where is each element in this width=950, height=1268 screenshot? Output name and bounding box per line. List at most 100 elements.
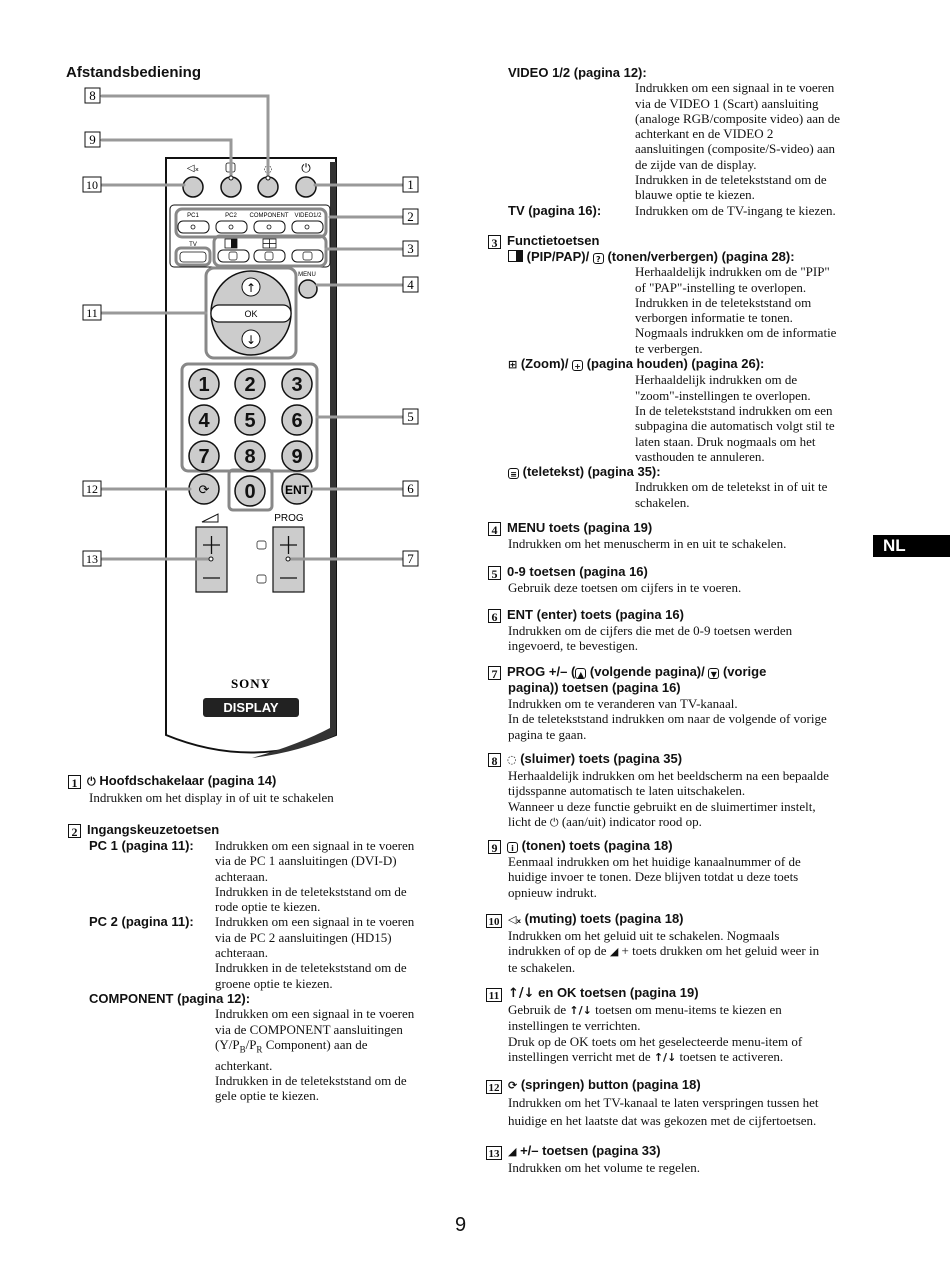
- section-title: MENU toets (pagina 19): [507, 520, 653, 535]
- number-box: 10: [486, 914, 502, 928]
- reveal-icon: ?: [592, 253, 604, 264]
- label-pc2: PC2: [225, 213, 237, 219]
- item-line: Gebruik deze toetsen om cijfers in te vo…: [508, 580, 742, 595]
- callout-12: 12: [86, 482, 98, 496]
- text-part: (aan/uit) indicator rood op.: [558, 813, 702, 829]
- text-part: PROG +/– (: [507, 664, 576, 679]
- item-line: achteraan.: [215, 945, 269, 961]
- power-icon: ⏻: [549, 815, 559, 829]
- label-menu: MENU: [298, 272, 316, 278]
- next-page-icon: ▲: [575, 668, 587, 679]
- item-line: opnieuw indrukt.: [508, 884, 597, 900]
- digit-1: 1: [198, 374, 209, 396]
- page-hold-icon: +: [572, 360, 584, 372]
- sleep-icon: ◌: [507, 753, 517, 766]
- item-line: achterkant en de VIDEO 2: [635, 126, 774, 142]
- item-line: instellingen te verrichten.: [508, 1018, 641, 1034]
- item-line: Indrukken in de teletekststand om de: [215, 960, 407, 976]
- item-line: In de teletekststand indrukken om naar d…: [508, 711, 827, 727]
- item-line: pagina te gaan.: [508, 726, 587, 742]
- callout-8: 8: [89, 88, 96, 103]
- language-tab: NL: [873, 535, 950, 557]
- svg-text:↓: ↓: [246, 333, 256, 347]
- volume-icon: ◢: [508, 1145, 517, 1158]
- jump-icon: ⟳: [508, 1079, 518, 1092]
- text-part: instellingen verricht met de: [508, 1048, 654, 1064]
- item-line: licht de ⏻ (aan/uit) indicator rood op.: [508, 814, 878, 830]
- callout-10: 10: [86, 178, 98, 192]
- section-title: Hoofdschakelaar (pagina 14): [99, 773, 277, 788]
- volume-icon: [201, 513, 219, 523]
- callout-9: 9: [89, 132, 96, 147]
- prev-page-icon: [256, 574, 267, 584]
- number-box: 7: [488, 666, 501, 681]
- number-box: 3: [488, 235, 501, 250]
- section-8: 8◌ (sluimer) toets (pagina 35) Herhaalde…: [488, 751, 878, 830]
- section-title: +/– toetsen (pagina 33): [516, 1143, 661, 1158]
- text-part: (Y/P: [215, 1036, 240, 1052]
- digit-8: 8: [244, 446, 255, 468]
- section-text: Indrukken om het display in of uit te sc…: [89, 790, 334, 805]
- display-badge-text: DISPLAY: [223, 700, 278, 715]
- teletext-title: ≡ (teletekst) (pagina 35):: [508, 464, 868, 480]
- item-line: In de teletekststand indrukken om een: [635, 402, 833, 418]
- digit-7: 7: [198, 446, 209, 468]
- item-line: Indrukken in de teletekststand om de: [215, 883, 407, 899]
- up-down-arrows-icon: ↑/↓: [508, 986, 535, 1001]
- section-12: 12⟳ (springen) button (pagina 18) Indruk…: [486, 1077, 878, 1130]
- item-line: huidige en het laatste dat was gekozen m…: [508, 1113, 817, 1128]
- item-line: Gebruik de ↑/↓ toetsen om menu-items te …: [508, 1002, 878, 1018]
- label-video12: VIDEO1/2: [294, 213, 322, 219]
- section-title: en OK toetsen (pagina 19): [534, 985, 699, 1000]
- label-pc1: PC1: [187, 213, 199, 219]
- item-line: schakelen.: [635, 494, 690, 510]
- pc2-item: PC 2 (pagina 11): Indrukken om een signa…: [68, 914, 448, 990]
- text-part: (PIP/PAP)/: [526, 249, 593, 264]
- digit-4: 4: [198, 410, 210, 432]
- pip-title: (PIP/PAP)/ ? (tonen/verbergen) (pagina 2…: [508, 249, 868, 264]
- section-title: 0-9 toetsen (pagina 16): [507, 564, 648, 579]
- text-part: (vorige: [719, 664, 767, 679]
- svg-text:↑: ↑: [246, 281, 256, 295]
- ok-button: [210, 304, 292, 323]
- label-prog: PROG: [274, 513, 304, 524]
- remote-control-illustration: ◁ₓ ◌ ⏻ PC1 PC2 COMPONENT VIDEO1/2 TV MEN…: [82, 87, 419, 758]
- item-line: Eenmaal indrukken om het huidige kanaaln…: [508, 854, 801, 869]
- callout-leaders: [100, 94, 404, 561]
- number-box: 1: [68, 775, 81, 790]
- text-part: (volgende pagina)/: [586, 664, 709, 679]
- item-line: "zoom"-instellingen te overlopen.: [635, 387, 811, 403]
- text-part: Component) aan de: [262, 1036, 368, 1052]
- muting-icon: ◁ₓ: [187, 163, 199, 174]
- number-box: 6: [488, 609, 501, 624]
- label-ok: OK: [244, 309, 257, 319]
- item-line: Indrukken om te veranderen van TV-kanaal…: [508, 696, 738, 711]
- item-key: PC 1 (pagina 11):: [89, 838, 194, 853]
- text-part: (Zoom)/: [517, 356, 573, 372]
- number-box: 8: [488, 753, 501, 768]
- callout-6: 6: [407, 481, 414, 496]
- callout-5: 5: [407, 409, 414, 424]
- callout-3: 3: [407, 241, 414, 256]
- up-down-arrows-icon: ↑/↓: [653, 1050, 677, 1064]
- item-line: Indrukken om het TV-kanaal te laten vers…: [508, 1095, 819, 1110]
- section-title: (muting) toets (pagina 18): [521, 911, 684, 926]
- zoom-title: ⊞ (Zoom)/ + (pagina houden) (pagina 26):: [508, 356, 868, 372]
- callout-2: 2: [407, 209, 414, 224]
- item-line: Indrukken om de TV-ingang te kiezen.: [635, 202, 836, 218]
- item-line: de zijde van de display.: [635, 156, 757, 172]
- item-line: Indrukken om het menuscherm in en uit te…: [508, 536, 787, 551]
- component-item: COMPONENT (pagina 12): Indrukken om een …: [68, 991, 448, 1104]
- section-title: ENT (enter) toets (pagina 16): [507, 607, 684, 622]
- item-line: groene optie te kiezen.: [215, 975, 333, 991]
- item-line: Indrukken om het geluid uit te schakelen…: [508, 928, 780, 943]
- power-icon: ⏻: [301, 161, 311, 175]
- item-line: Indrukken in de teletekststand om de: [215, 1073, 407, 1089]
- display-badge: [203, 698, 299, 717]
- number-box: 2: [68, 824, 81, 839]
- video-item: VIDEO 1/2 (pagina 12): Indrukken om een …: [508, 65, 868, 218]
- text-part: indrukken of op de: [508, 943, 610, 959]
